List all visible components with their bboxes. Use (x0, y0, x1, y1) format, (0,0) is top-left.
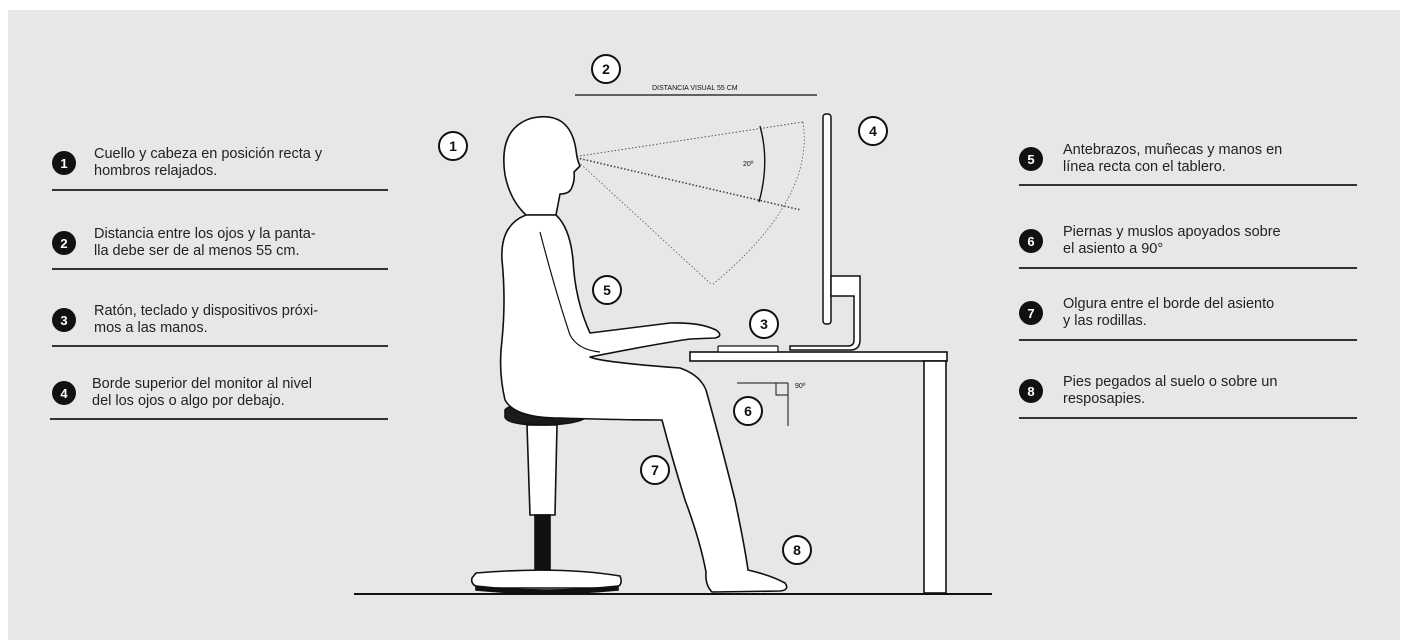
marker-6-label: 6 (744, 403, 752, 419)
monitor (790, 114, 860, 350)
visual-distance-label: DISTANCIA VISUAL 55 CM (652, 85, 738, 92)
marker-3-label: 3 (760, 316, 768, 332)
keyboard (718, 346, 778, 352)
stool (472, 403, 621, 594)
sight-cone (573, 122, 804, 285)
marker-4-label: 4 (869, 123, 877, 139)
marker-2-label: 2 (602, 61, 610, 77)
knee-angle-label: 90º (795, 383, 806, 390)
marker-1-label: 1 (449, 138, 457, 154)
view-angle-label: 20º (743, 161, 754, 168)
marker-5-label: 5 (603, 282, 611, 298)
marker-7-label: 7 (651, 462, 659, 478)
marker-8-label: 8 (793, 542, 801, 558)
